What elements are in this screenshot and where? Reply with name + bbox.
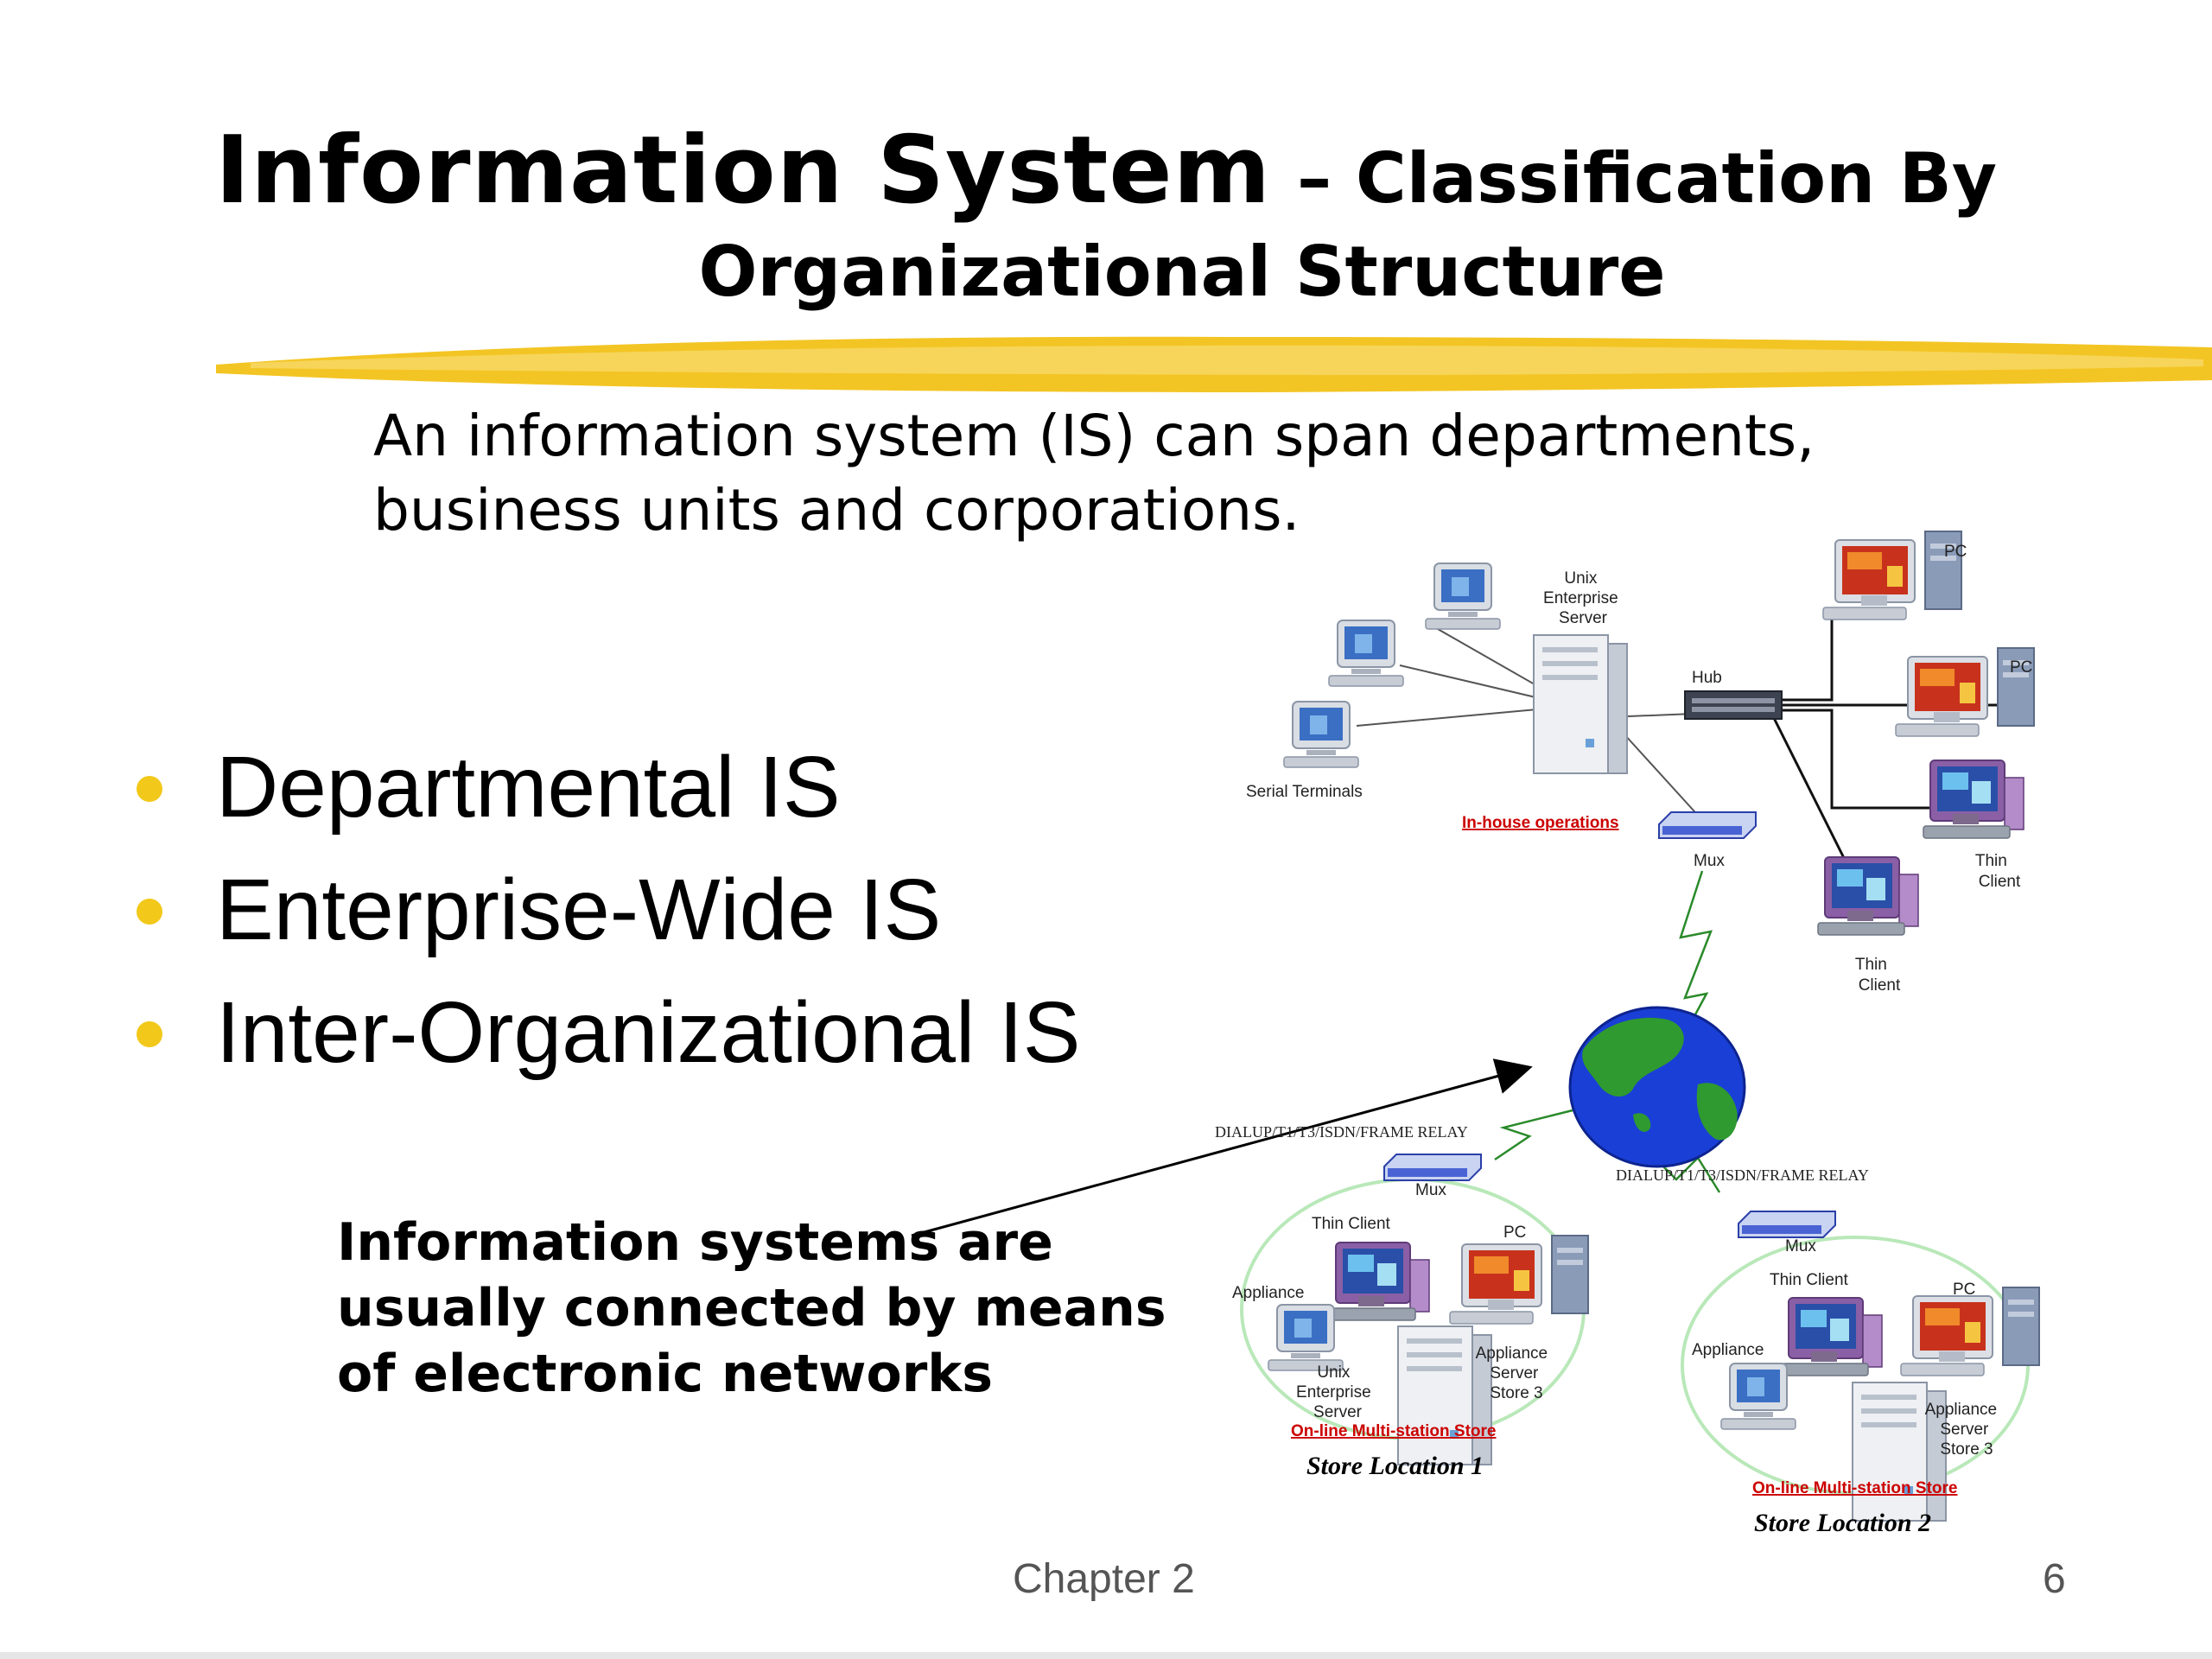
pc-icon bbox=[1822, 531, 1962, 620]
note-line-1: Information systems are bbox=[337, 1212, 1053, 1273]
intro-paragraph: An information system (IS) can span depa… bbox=[373, 399, 1815, 548]
thin-client-icon bbox=[1781, 1297, 1883, 1376]
bullet-text: Inter-Organizational IS bbox=[216, 984, 1081, 1081]
thin-client-label: Thin Client bbox=[1855, 956, 1901, 995]
bullet-item: Enterprise-Wide IS bbox=[130, 849, 1081, 971]
hub-icon bbox=[1684, 690, 1783, 720]
thin-client-label: Thin Client bbox=[1312, 1215, 1391, 1233]
in-house-operations-label: In-house operations bbox=[1462, 814, 1619, 832]
bullet-list: Departmental IS Enterprise-Wide IS Inter… bbox=[130, 726, 1081, 1094]
slide-title: Information System – Classification By bbox=[0, 117, 2212, 225]
link-label-left: DIALUP/T1/T3/ISDN/FRAME RELAY bbox=[1215, 1123, 1468, 1141]
store-location-2-label: Store Location 2 bbox=[1754, 1509, 1931, 1537]
appliance-server-label: Appliance Server Store 3 bbox=[1476, 1344, 1553, 1402]
page-number: 6 bbox=[2043, 1556, 2066, 1602]
pointer-arrow bbox=[911, 1058, 1533, 1237]
thin-client-label: Thin Client bbox=[1770, 1271, 1849, 1289]
thin-client-label: Thin Client bbox=[1975, 852, 2021, 891]
unix-server-label: Unix Enterprise Server bbox=[1543, 569, 1623, 627]
bullet-text: Departmental IS bbox=[216, 739, 841, 836]
serial-terminal-icon bbox=[1283, 701, 1359, 768]
title-main-text: Information System bbox=[214, 117, 1272, 225]
highlight-swoosh bbox=[216, 336, 2212, 392]
bullet-item: Inter-Organizational IS bbox=[130, 971, 1081, 1094]
online-store-label: On-line Multi-station Store bbox=[1752, 1479, 1958, 1497]
note-line-2: usually connected by means bbox=[337, 1278, 1166, 1338]
hub-label: Hub bbox=[1692, 669, 1722, 687]
pc-label: PC bbox=[1503, 1224, 1526, 1242]
unix-server-label: Unix Enterprise Server bbox=[1296, 1363, 1376, 1421]
serial-terminal-icon bbox=[1328, 620, 1404, 687]
unix-server-icon bbox=[1533, 634, 1628, 774]
thin-client-icon bbox=[1923, 760, 2024, 839]
appliance-icon bbox=[1720, 1363, 1796, 1430]
store-location-1-label: Store Location 1 bbox=[1306, 1452, 1484, 1480]
mux-icon bbox=[1738, 1211, 1836, 1238]
serial-terminals-label: Serial Terminals bbox=[1246, 783, 1363, 801]
pc-label: PC bbox=[1953, 1281, 1975, 1299]
appliance-label: Appliance bbox=[1232, 1284, 1304, 1302]
pc-icon bbox=[1900, 1287, 2040, 1376]
title-dash-text: – Classification By bbox=[1297, 138, 1998, 219]
bottom-divider bbox=[0, 1652, 2212, 1659]
appliance-server-label: Appliance Server Store 3 bbox=[1925, 1401, 2002, 1459]
bullet-dot-icon bbox=[137, 899, 162, 925]
bullet-dot-icon bbox=[137, 776, 162, 802]
mux-icon bbox=[1383, 1154, 1482, 1181]
serial-terminal-icon bbox=[1425, 563, 1501, 630]
online-store-label: On-line Multi-station Store bbox=[1291, 1422, 1497, 1440]
mux-label: Mux bbox=[1415, 1181, 1446, 1199]
globe-icon bbox=[1568, 1006, 1746, 1168]
intro-line-1: An information system (IS) can span depa… bbox=[373, 403, 1815, 469]
link-label-right: DIALUP/T1/T3/ISDN/FRAME RELAY bbox=[1616, 1166, 1869, 1184]
pc-icon bbox=[1449, 1235, 1589, 1325]
thin-client-icon bbox=[1328, 1242, 1430, 1321]
pc-label: PC bbox=[1944, 543, 1967, 561]
mux-icon bbox=[1658, 811, 1757, 839]
intro-line-2: business units and corporations. bbox=[373, 477, 1300, 543]
note-line-3: of electronic networks bbox=[337, 1344, 993, 1404]
mux-label: Mux bbox=[1694, 852, 1725, 870]
network-links bbox=[1356, 621, 1712, 830]
pc-label: PC bbox=[2010, 658, 2032, 677]
appliance-label: Appliance bbox=[1692, 1341, 1764, 1359]
bullet-text: Enterprise-Wide IS bbox=[216, 861, 942, 958]
mux-label: Mux bbox=[1785, 1237, 1816, 1255]
network-note: Information systems are usually connecte… bbox=[337, 1210, 1166, 1407]
appliance-icon bbox=[1268, 1304, 1344, 1371]
thin-client-icon bbox=[1817, 856, 1919, 936]
footer-chapter: Chapter 2 bbox=[1013, 1556, 1195, 1602]
bullet-item: Departmental IS bbox=[130, 726, 1081, 849]
bullet-dot-icon bbox=[137, 1021, 162, 1047]
slide-subtitle: Organizational Structure bbox=[698, 232, 1666, 312]
